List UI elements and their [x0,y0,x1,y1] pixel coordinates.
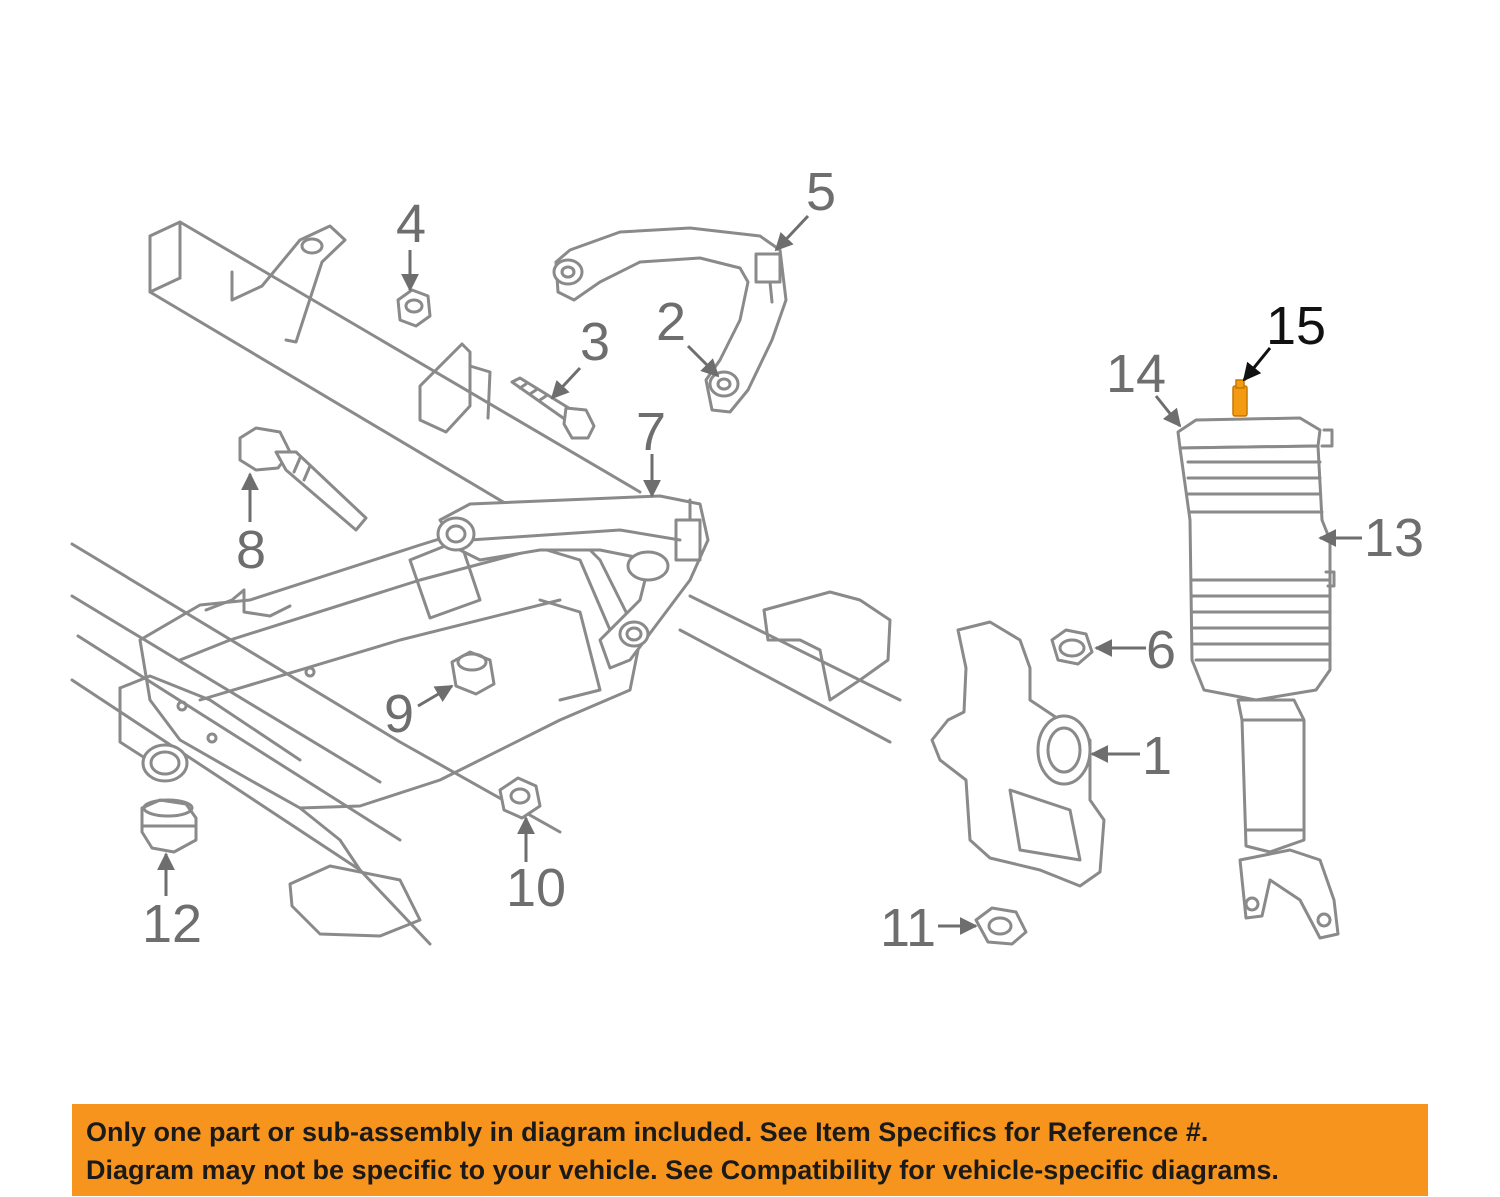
nut-6 [1050,628,1094,666]
callout-2: 2 [656,292,686,352]
callout-5: 5 [806,162,836,222]
callout-14: 14 [1106,344,1166,404]
callout-12: 12 [142,894,202,954]
notice-line-2: Diagram may not be specific to your vehi… [86,1155,1279,1185]
notice-line-1: Only one part or sub-assembly in diagram… [86,1117,1209,1147]
cam-bolt-8 [238,426,368,532]
callout-9: 9 [384,684,414,744]
callout-7: 7 [636,402,666,462]
nut-10 [498,776,542,820]
callout-1: 1 [1142,726,1172,786]
upper-control-arm [552,226,788,414]
highlighted-part-15 [1232,385,1248,417]
callout-4: 4 [396,194,426,254]
callout-15-highlighted: 15 [1266,296,1326,356]
nut-4 [396,288,432,328]
callout-11: 11 [880,898,936,958]
bushing-9 [450,650,496,696]
callout-6: 6 [1146,620,1176,680]
notice-banner: Only one part or sub-assembly in diagram… [72,1104,1428,1196]
callout-3: 3 [580,312,610,372]
bumper-12 [140,798,198,854]
bolt-3 [510,376,596,440]
callout-13: 13 [1364,508,1424,568]
nut-11 [974,906,1028,946]
callout-10: 10 [506,858,566,918]
steering-knuckle [930,620,1106,888]
lower-control-arm [436,494,710,670]
air-strut [1176,379,1340,940]
callout-8: 8 [236,520,266,580]
